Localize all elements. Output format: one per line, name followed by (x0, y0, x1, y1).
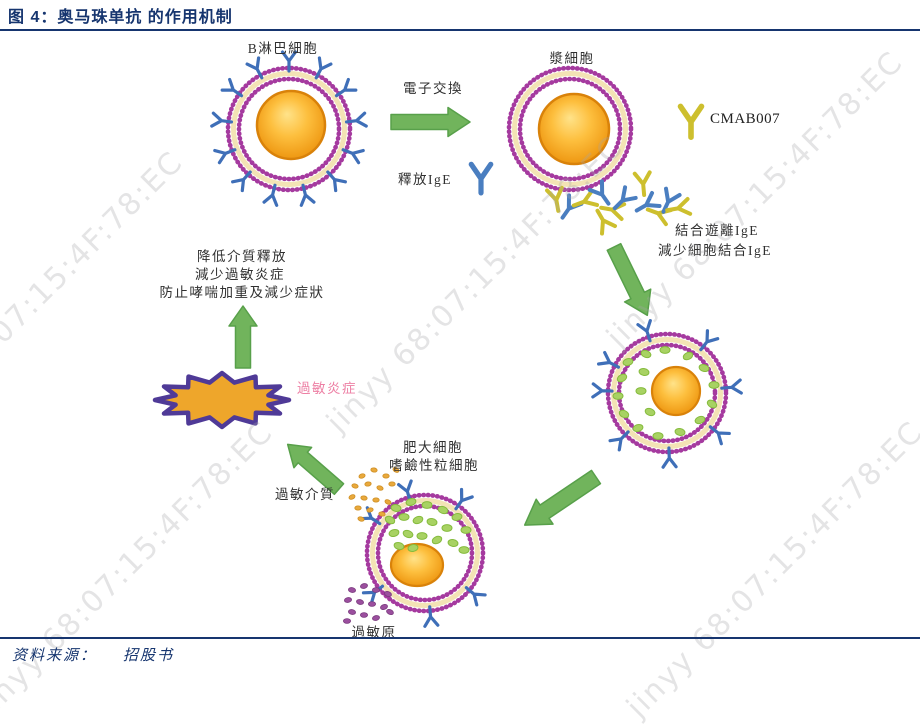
electron-exchange-label: 電子交換 (403, 81, 463, 96)
outcome-line1-label: 降低介質釋放 (197, 249, 287, 264)
outcome-line3-label: 防止哮喘加重及減少症狀 (159, 285, 325, 300)
plasma-cell-graphic (506, 65, 634, 193)
arrow-activation (523, 469, 602, 526)
allergic-mediator-label: 過敏介質 (275, 487, 335, 502)
degranulating-mast-cell-graphic (358, 479, 487, 628)
reduce-cell-bound-ige-label: 減少細胞結合IgE (658, 243, 772, 258)
plasma-cell-label: 漿細胞 (549, 51, 595, 66)
cmab007-label: CMAB007 (710, 111, 781, 127)
allergen-label: 過敏原 (351, 625, 397, 640)
bind-free-ige-label: 結合遊離IgE (675, 223, 759, 238)
ige-antibody-icon (471, 164, 491, 193)
mast-cell-label: 肥大細胞 (403, 440, 463, 455)
release-ige-label: 釋放IgE (398, 172, 452, 187)
footer-divider (0, 637, 920, 639)
b-cell-graphic (210, 50, 368, 207)
outcome-line2-label: 減少過敏炎症 (195, 267, 285, 282)
basophil-label: 嗜鹼性粒細胞 (389, 458, 479, 473)
arrow-outcome (228, 305, 258, 369)
figure-title: 图 4：奥马珠单抗 的作用机制 (8, 9, 233, 26)
cmab007-antibody-icon (681, 106, 702, 137)
inflammation-starburst-graphic (152, 370, 292, 430)
arrow-ige-binding (606, 242, 652, 317)
arrow-mediator-release (286, 443, 345, 496)
figure-header: 图 4：奥马珠单抗 的作用机制 (0, 0, 920, 31)
mechanism-diagram (152, 50, 743, 628)
arrow-differentiation (390, 106, 471, 138)
allergic-inflammation-label: 過敏炎症 (297, 381, 357, 396)
figure-source: 资料来源： 招股书 (12, 644, 174, 665)
b-cell-label: B淋巴細胞 (247, 41, 319, 56)
source-value: 招股书 (123, 648, 175, 664)
source-label: 资料来源： (12, 648, 98, 664)
